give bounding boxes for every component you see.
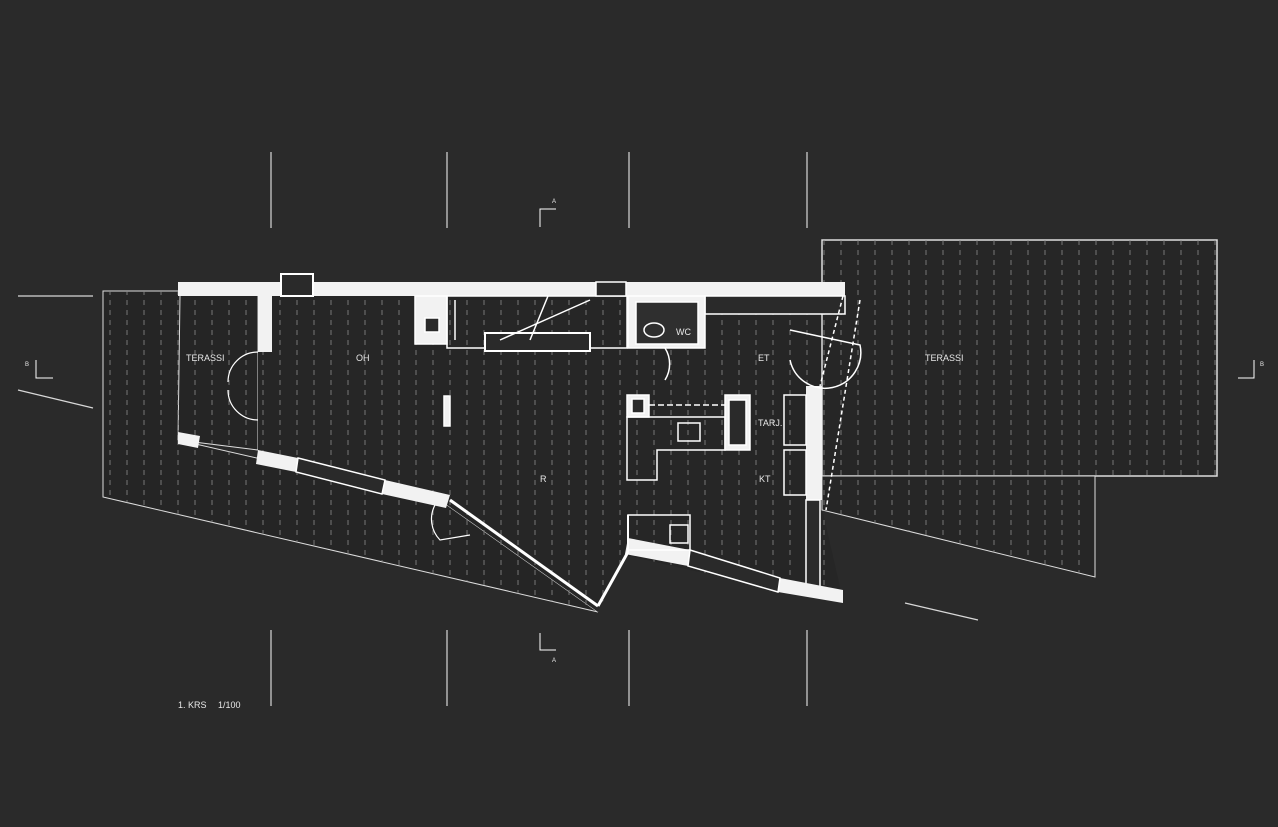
drawing-scale: 1/100 [218,700,241,710]
section-b-right-label: B [1260,362,1264,368]
room-label-et: ET [758,353,770,363]
room-label-terrace-right: TERASSI [925,353,964,363]
drawing-title: 1. KRS [178,700,207,710]
doors [227,351,471,541]
kitchen-block [443,394,807,551]
section-a-top-label: A [552,199,556,205]
room-label-tarj: TARJ. [758,418,782,428]
room-label-terrace-left: TERASSI [186,353,225,363]
section-a-bottom-label: A [552,658,556,664]
wc-room [627,295,862,511]
stair-core [414,281,628,352]
walls [178,273,846,608]
interior-floor [258,296,843,612]
terrace-right-area [821,239,1218,578]
section-b-left-label: B [25,362,29,368]
room-label-oh: OH [356,353,370,363]
room-label-kt: KT [759,474,771,484]
section-markers [35,208,1255,651]
room-label-wc: WC [676,327,691,337]
room-label-r: R [540,474,547,484]
